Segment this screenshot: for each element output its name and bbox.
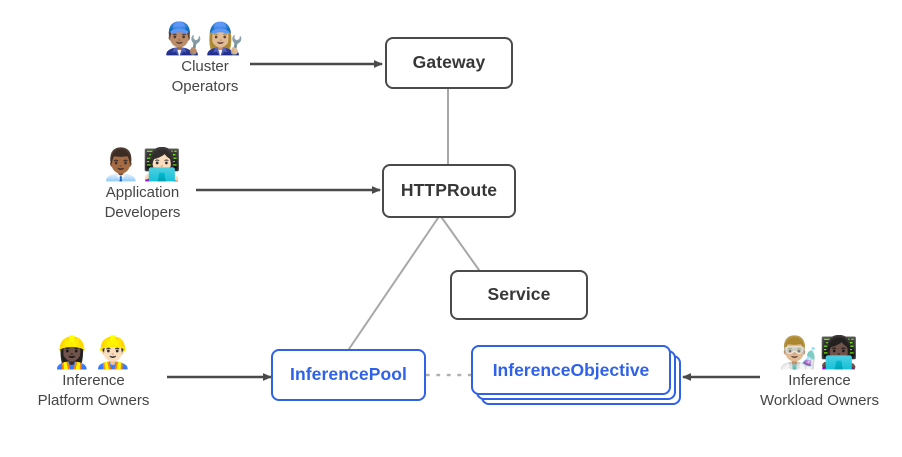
edge-httproute-inferencepool	[348, 217, 439, 350]
actor-application-developers-line1: Application	[105, 184, 180, 201]
edge-httproute-service	[441, 217, 480, 271]
actor-application-developers: 👨🏾‍💼👩🏻‍💻 Application Developers	[65, 148, 220, 222]
actor-inference-workload-owners-line2: Workload Owners	[760, 392, 879, 409]
actor-application-developers-line2: Developers	[104, 204, 181, 221]
node-httproute-label: HTTPRoute	[400, 180, 498, 201]
actor-cluster-operators-line2: Operators	[171, 78, 239, 95]
actor-cluster-operators: 👨🏽‍🔧👩🏼‍🔧 Cluster Operators	[130, 22, 280, 96]
construction-worker-people-icon: 👷🏿‍♀️👷🏻‍♂️	[52, 335, 135, 370]
node-service[interactable]: Service	[450, 270, 588, 320]
node-httproute[interactable]: HTTPRoute	[382, 164, 516, 218]
node-service-label: Service	[487, 284, 551, 305]
scientist-technologist-icon: 👨🏼‍🔬👩🏿‍💻	[778, 335, 861, 370]
node-inferenceobjective-label: InferenceObjective	[492, 359, 650, 380]
mechanic-people-icon: 👨🏽‍🔧👩🏼‍🔧	[164, 21, 246, 56]
office-worker-technologist-icon: 👨🏾‍💼👩🏻‍💻	[101, 147, 184, 182]
inferenceobjective-card-front[interactable]: InferenceObjective	[471, 345, 671, 395]
node-inferencepool[interactable]: InferencePool	[271, 349, 426, 401]
actor-inference-platform-owners-line2: Platform Owners	[37, 392, 150, 409]
actor-inference-platform-owners: 👷🏿‍♀️👷🏻‍♂️ Inference Platform Owners	[16, 336, 171, 410]
node-gateway-label: Gateway	[412, 52, 486, 73]
actor-inference-platform-owners-line1: Inference	[62, 372, 125, 389]
node-inferenceobjective[interactable]: InferenceObjective	[471, 345, 683, 407]
actor-inference-workload-owners: 👨🏼‍🔬👩🏿‍💻 Inference Workload Owners	[742, 336, 897, 410]
node-inferencepool-label: InferencePool	[289, 364, 408, 385]
actor-inference-workload-owners-line1: Inference	[788, 372, 851, 389]
actor-cluster-operators-line1: Cluster	[181, 58, 229, 75]
node-gateway[interactable]: Gateway	[385, 37, 513, 89]
